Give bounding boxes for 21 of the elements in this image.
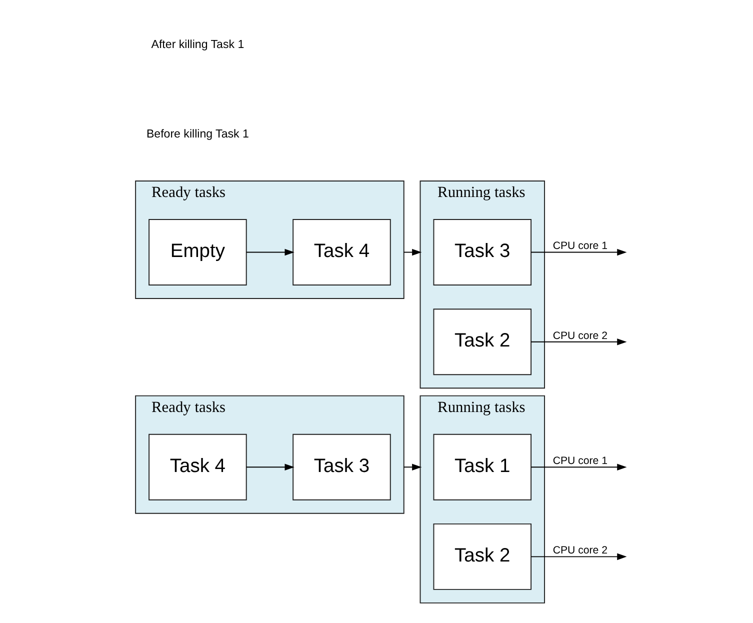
edge-label: CPU core 2: [552, 330, 608, 342]
arrow: [530, 248, 626, 256]
edge-label: CPU core 2: [552, 544, 608, 557]
arrow: [530, 338, 626, 346]
node-box: Task 3: [292, 434, 390, 500]
edge-label: CPU core 1: [552, 455, 608, 468]
node-box: Task 2: [432, 308, 532, 376]
arrow: [402, 464, 422, 470]
node-box: Task 4: [292, 219, 390, 286]
edge-label: CPU core 1: [552, 240, 608, 252]
label: Before killing Task 1: [146, 128, 248, 141]
label: After killing Task 1: [150, 39, 244, 52]
arrow: [245, 464, 294, 470]
node-box: Task 1: [432, 434, 532, 500]
arrow: [530, 464, 626, 470]
arrow: [245, 248, 294, 256]
node-box: Task 4: [148, 434, 246, 500]
node-box: Task 2: [432, 523, 532, 590]
node-box: Task 3: [432, 219, 532, 286]
arrow: [530, 553, 626, 560]
node-box: Empty: [148, 219, 246, 286]
